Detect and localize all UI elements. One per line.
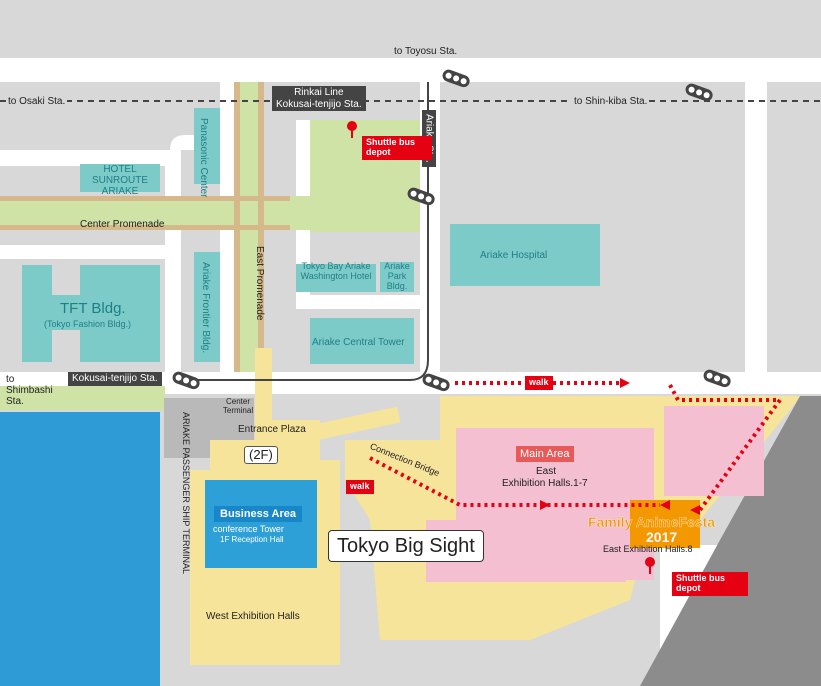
walk-left-badge: walk — [346, 480, 374, 494]
walk-routes — [369, 381, 784, 512]
ship-terminal-label: ARIAKE PASSENGER SHIP TERMINAL — [181, 412, 191, 575]
shuttle-top-badge: Shuttle bus depot — [362, 136, 432, 160]
traffic-lights — [172, 69, 731, 392]
hotel-sunroute-shape — [80, 164, 160, 192]
east-halls-label-2: Exhibition Halls.1-7 — [502, 478, 588, 489]
central-tower-label: Ariake Central Tower — [312, 337, 405, 348]
promenade-borders — [0, 82, 290, 372]
to-shimbashi-label: to Shimbashi Sta. — [6, 374, 53, 407]
center-terminal-label: Center Terminal — [222, 397, 254, 415]
walk-route-east — [668, 384, 784, 512]
tft-shape — [22, 265, 160, 362]
road-kokusai — [0, 372, 821, 394]
central-tower-shape — [310, 318, 414, 364]
business-area-shape — [205, 480, 317, 568]
teal-buildings — [22, 108, 600, 364]
hospital-label: Ariake Hospital — [480, 250, 548, 261]
rinkai-station-box: Rinkai Line Kokusai-tenjijo Sta. — [272, 86, 366, 111]
tft-sub-label: (Tokyo Fashion Bldg.) — [44, 319, 132, 329]
rinkai-line-name: Rinkai Line — [294, 87, 344, 98]
ariake-frontier-shape — [194, 252, 220, 362]
west-halls-label: West Exhibition Halls — [206, 611, 300, 622]
walk-route-bridge — [369, 456, 660, 507]
park-shore — [0, 386, 165, 410]
hospital-shape — [450, 224, 600, 286]
road-east — [745, 82, 767, 372]
center-promenade-label: Center Promenade — [80, 219, 165, 230]
tokyo-big-sight-label: Tokyo Big Sight — [328, 530, 484, 562]
east-hall-8-label: East Exhibition Halls.8 — [603, 544, 693, 554]
tft-label: TFT Bldg. — [60, 300, 126, 317]
shuttle-pins — [347, 121, 655, 574]
yurikamome-line — [190, 82, 429, 381]
entrance-2f-label: (2F) — [244, 446, 278, 465]
water-bay — [0, 412, 160, 686]
road-inner — [296, 295, 421, 309]
washington-hotel-shape — [296, 264, 376, 292]
business-sub1: conference Tower — [213, 524, 284, 534]
to-osaki-label: to Osaki Sta. — [6, 96, 68, 107]
to-shinkiba-label: to Shin-kiba Sta. — [572, 96, 650, 107]
business-area-label: Business Area — [214, 506, 303, 523]
connection-walkway — [289, 406, 401, 446]
business-sub2: 1F Reception Hall — [220, 535, 284, 544]
east-halls-label-1: East — [536, 466, 557, 477]
entrance-plaza-label: Entrance Plaza — [238, 424, 306, 435]
road-horizontal-west — [0, 150, 181, 166]
washington-hotel-label: Tokyo Bay Ariake Washington Hotel — [300, 261, 372, 281]
main-area-label: Main Area — [516, 446, 574, 463]
road-horizontal-mid — [0, 245, 181, 259]
park-bldg-shape — [380, 262, 414, 292]
kokusai-tenjijo-left: Kokusai-tenjijo Sta. — [68, 372, 162, 386]
to-toyosu-label: to Toyosu Sta. — [394, 46, 458, 57]
walk-top-badge: walk — [525, 376, 553, 390]
ariake-frontier-label: Ariake Frontier Bldg. — [200, 262, 211, 354]
walk-arrows — [540, 378, 700, 515]
shuttle-bottom-badge: Shuttle bus depot — [672, 572, 748, 596]
hotel-sunroute-label: HOTEL SUNROUTE ARIAKE — [91, 164, 149, 197]
family-anime-shape — [630, 500, 700, 548]
road-top — [0, 58, 821, 82]
kokusai-tenjijo-top: Kokusai-tenjijo Sta. — [276, 98, 362, 110]
panasonic-label: Panasonic Center — [198, 118, 209, 198]
panasonic-shape — [194, 108, 220, 184]
family-anime-label-1: Family AnimeFesta — [588, 514, 716, 530]
dock-area — [640, 396, 821, 686]
family-anime-label-2: 2017 — [646, 529, 678, 545]
hall-ne-shape — [664, 406, 764, 496]
east-promenade-label: East Promenade — [254, 246, 265, 321]
road-vertical-2 — [165, 150, 181, 372]
park-bldg-label: Ariake Park Bldg. — [384, 261, 410, 291]
